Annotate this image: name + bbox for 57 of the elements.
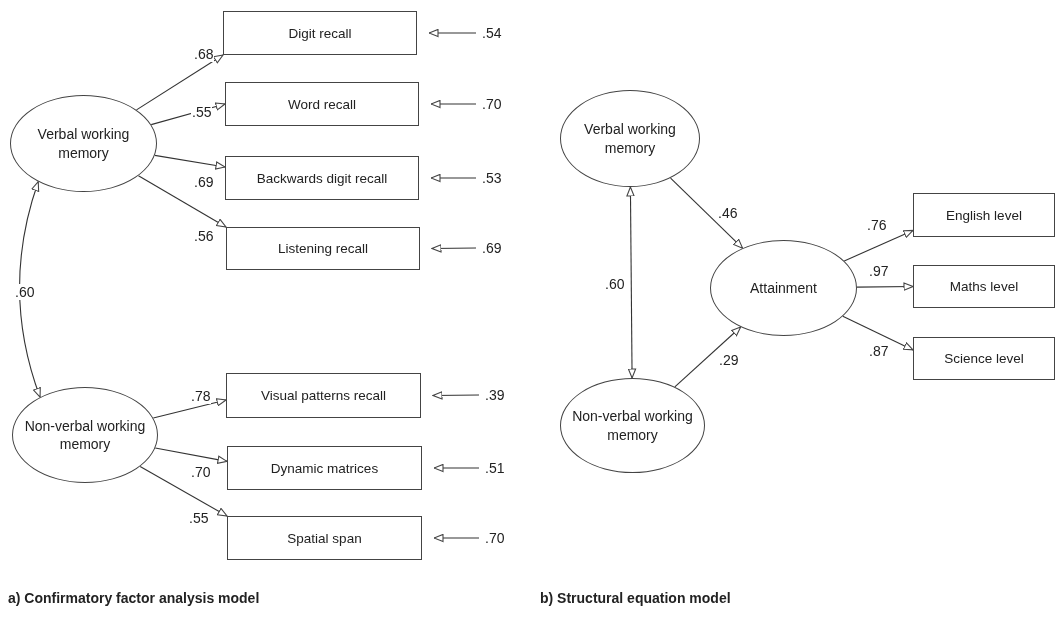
latent-variable-ellipse: Verbal working memory [10,95,157,192]
observed-variable-box: Visual patterns recall [226,373,421,418]
edge-label: .97 [868,263,890,279]
edge-label: .46 [717,205,739,221]
observed-variable-box: Digit recall [223,11,417,55]
edge-label: .69 [193,174,215,190]
edge-label: .55 [188,510,210,526]
observed-variable-box: English level [913,193,1055,237]
edge-label: .29 [718,352,740,368]
observed-variable-box: Science level [913,337,1055,380]
observed-variable-box: Spatial span [227,516,422,560]
path-arrow [430,173,477,183]
path-arrow [432,391,480,400]
error-value: .69 [482,238,512,258]
edge-label: .78 [190,388,212,404]
observed-variable-box: Listening recall [226,227,420,270]
error-value: .51 [485,458,515,478]
path-arrow [433,463,480,473]
path-arrow [430,99,477,109]
path-arrow [856,282,914,291]
path-arrow [154,154,226,170]
error-value: .53 [482,168,512,188]
path-arrow [674,326,742,388]
path-arrow [842,315,914,351]
path-arrow [139,465,228,517]
edge-label: .76 [866,217,888,233]
error-value: .39 [485,385,515,405]
latent-variable-ellipse: Non-verbal working memory [560,378,705,473]
edge-label: .70 [190,464,212,480]
edge-label: .56 [193,228,215,244]
path-arrow [843,229,914,262]
observed-variable-box: Dynamic matrices [227,446,422,490]
observed-variable-box: Backwards digit recall [225,156,419,200]
correlation-arrow [626,186,637,379]
observed-variable-box: Word recall [225,82,419,126]
error-value: .70 [485,528,515,548]
path-arrow [428,28,477,38]
edge-label: .87 [868,343,890,359]
error-value: .54 [482,23,512,43]
edge-label: .60 [14,284,36,300]
path-arrow [431,244,477,253]
latent-variable-ellipse: Non-verbal working memory [12,387,158,483]
panel-caption: b) Structural equation model [540,590,731,606]
edge-label: .60 [604,276,626,292]
path-arrow [154,447,228,464]
edge-label: .55 [191,104,213,120]
path-arrow [670,177,744,249]
path-arrow [135,54,224,111]
correlation-arrow [19,181,42,398]
path-arrow [137,175,227,228]
error-value: .70 [482,94,512,114]
path-arrow [433,533,480,543]
observed-variable-box: Maths level [913,265,1055,308]
panel-caption: a) Confirmatory factor analysis model [8,590,260,606]
latent-variable-ellipse: Attainment [710,240,857,336]
edge-label: .68 [193,46,215,62]
latent-variable-ellipse: Verbal working memory [560,90,700,187]
